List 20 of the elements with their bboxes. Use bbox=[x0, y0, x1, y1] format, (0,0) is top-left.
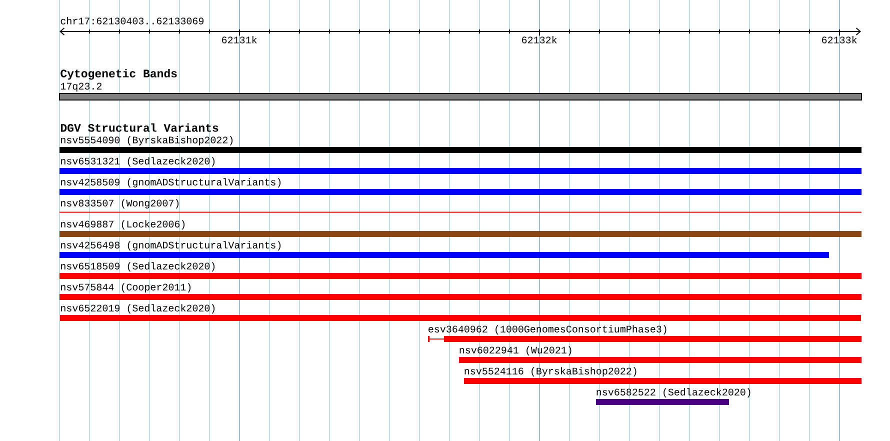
track-heading: Cytogenetic Bands bbox=[60, 68, 177, 80]
variant-label: nsv6518509 (Sedlazeck2020) bbox=[61, 262, 215, 272]
variant-label: nsv575844 (Cooper2011) bbox=[61, 283, 191, 292]
variant-label: nsv469887 (Locke2006) bbox=[61, 220, 185, 230]
variant-label: nsv6522019 (Sedlazeck2020) bbox=[61, 304, 215, 314]
variant-label: nsv4258509 (gnomADStructuralVariants) bbox=[61, 178, 281, 188]
tick-label: 62133k bbox=[822, 36, 857, 44]
variant-label: nsv5554090 (ByrskaBishop2022) bbox=[61, 136, 233, 146]
variant-label: nsv833507 (Wong2007) bbox=[61, 199, 179, 208]
coordinate-label: chr17:62130403..62133069 bbox=[60, 17, 204, 24]
variant-label: nsv5524116 (ByrskaBishop2022) bbox=[464, 367, 636, 376]
variant-label: nsv4256498 (gnomADStructuralVariants) bbox=[61, 241, 281, 250]
tick-label: 62131k bbox=[222, 36, 257, 44]
variant-label: nsv6582522 (Sedlazeck2020) bbox=[596, 388, 750, 398]
variant-label: esv3640962 (1000GenomesConsortiumPhase3) bbox=[428, 325, 666, 334]
track-heading: DGV Structural Variants bbox=[60, 123, 218, 132]
band-label: 17q23.2 bbox=[60, 82, 102, 92]
variant-label: nsv6022941 (Wu2021) bbox=[460, 346, 572, 356]
tick-label: 62132k bbox=[522, 36, 557, 44]
variant-label: nsv6531321 (Sedlazeck2020) bbox=[61, 157, 215, 166]
